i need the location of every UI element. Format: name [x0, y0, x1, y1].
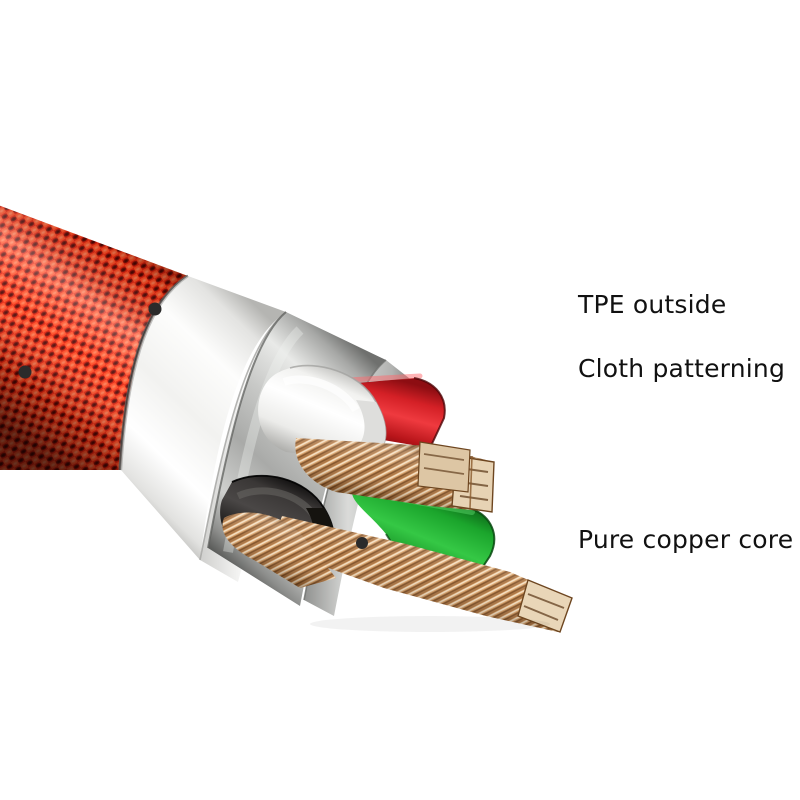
dot-marker-icon: [18, 365, 32, 379]
dot-marker-icon: [148, 302, 162, 316]
copper-bundle-upper-tip: [417, 441, 471, 493]
leader-pure-copper-core: [356, 537, 558, 549]
dot-marker-icon: [356, 537, 368, 549]
annotation-leaders: [18, 302, 558, 549]
label-tpe-outside: TPE outside: [578, 290, 727, 319]
leader-cloth-patterning: [18, 365, 558, 379]
label-cloth-patterning: Cloth patterning: [578, 354, 786, 383]
label-pure-copper-core: Pure copper core: [578, 525, 794, 554]
copper-bundle-lower-left: [222, 512, 336, 588]
leader-tpe-outside: [148, 302, 558, 316]
copper-strand-bundle: [222, 438, 573, 633]
copper-bundle-lower: [279, 516, 573, 633]
